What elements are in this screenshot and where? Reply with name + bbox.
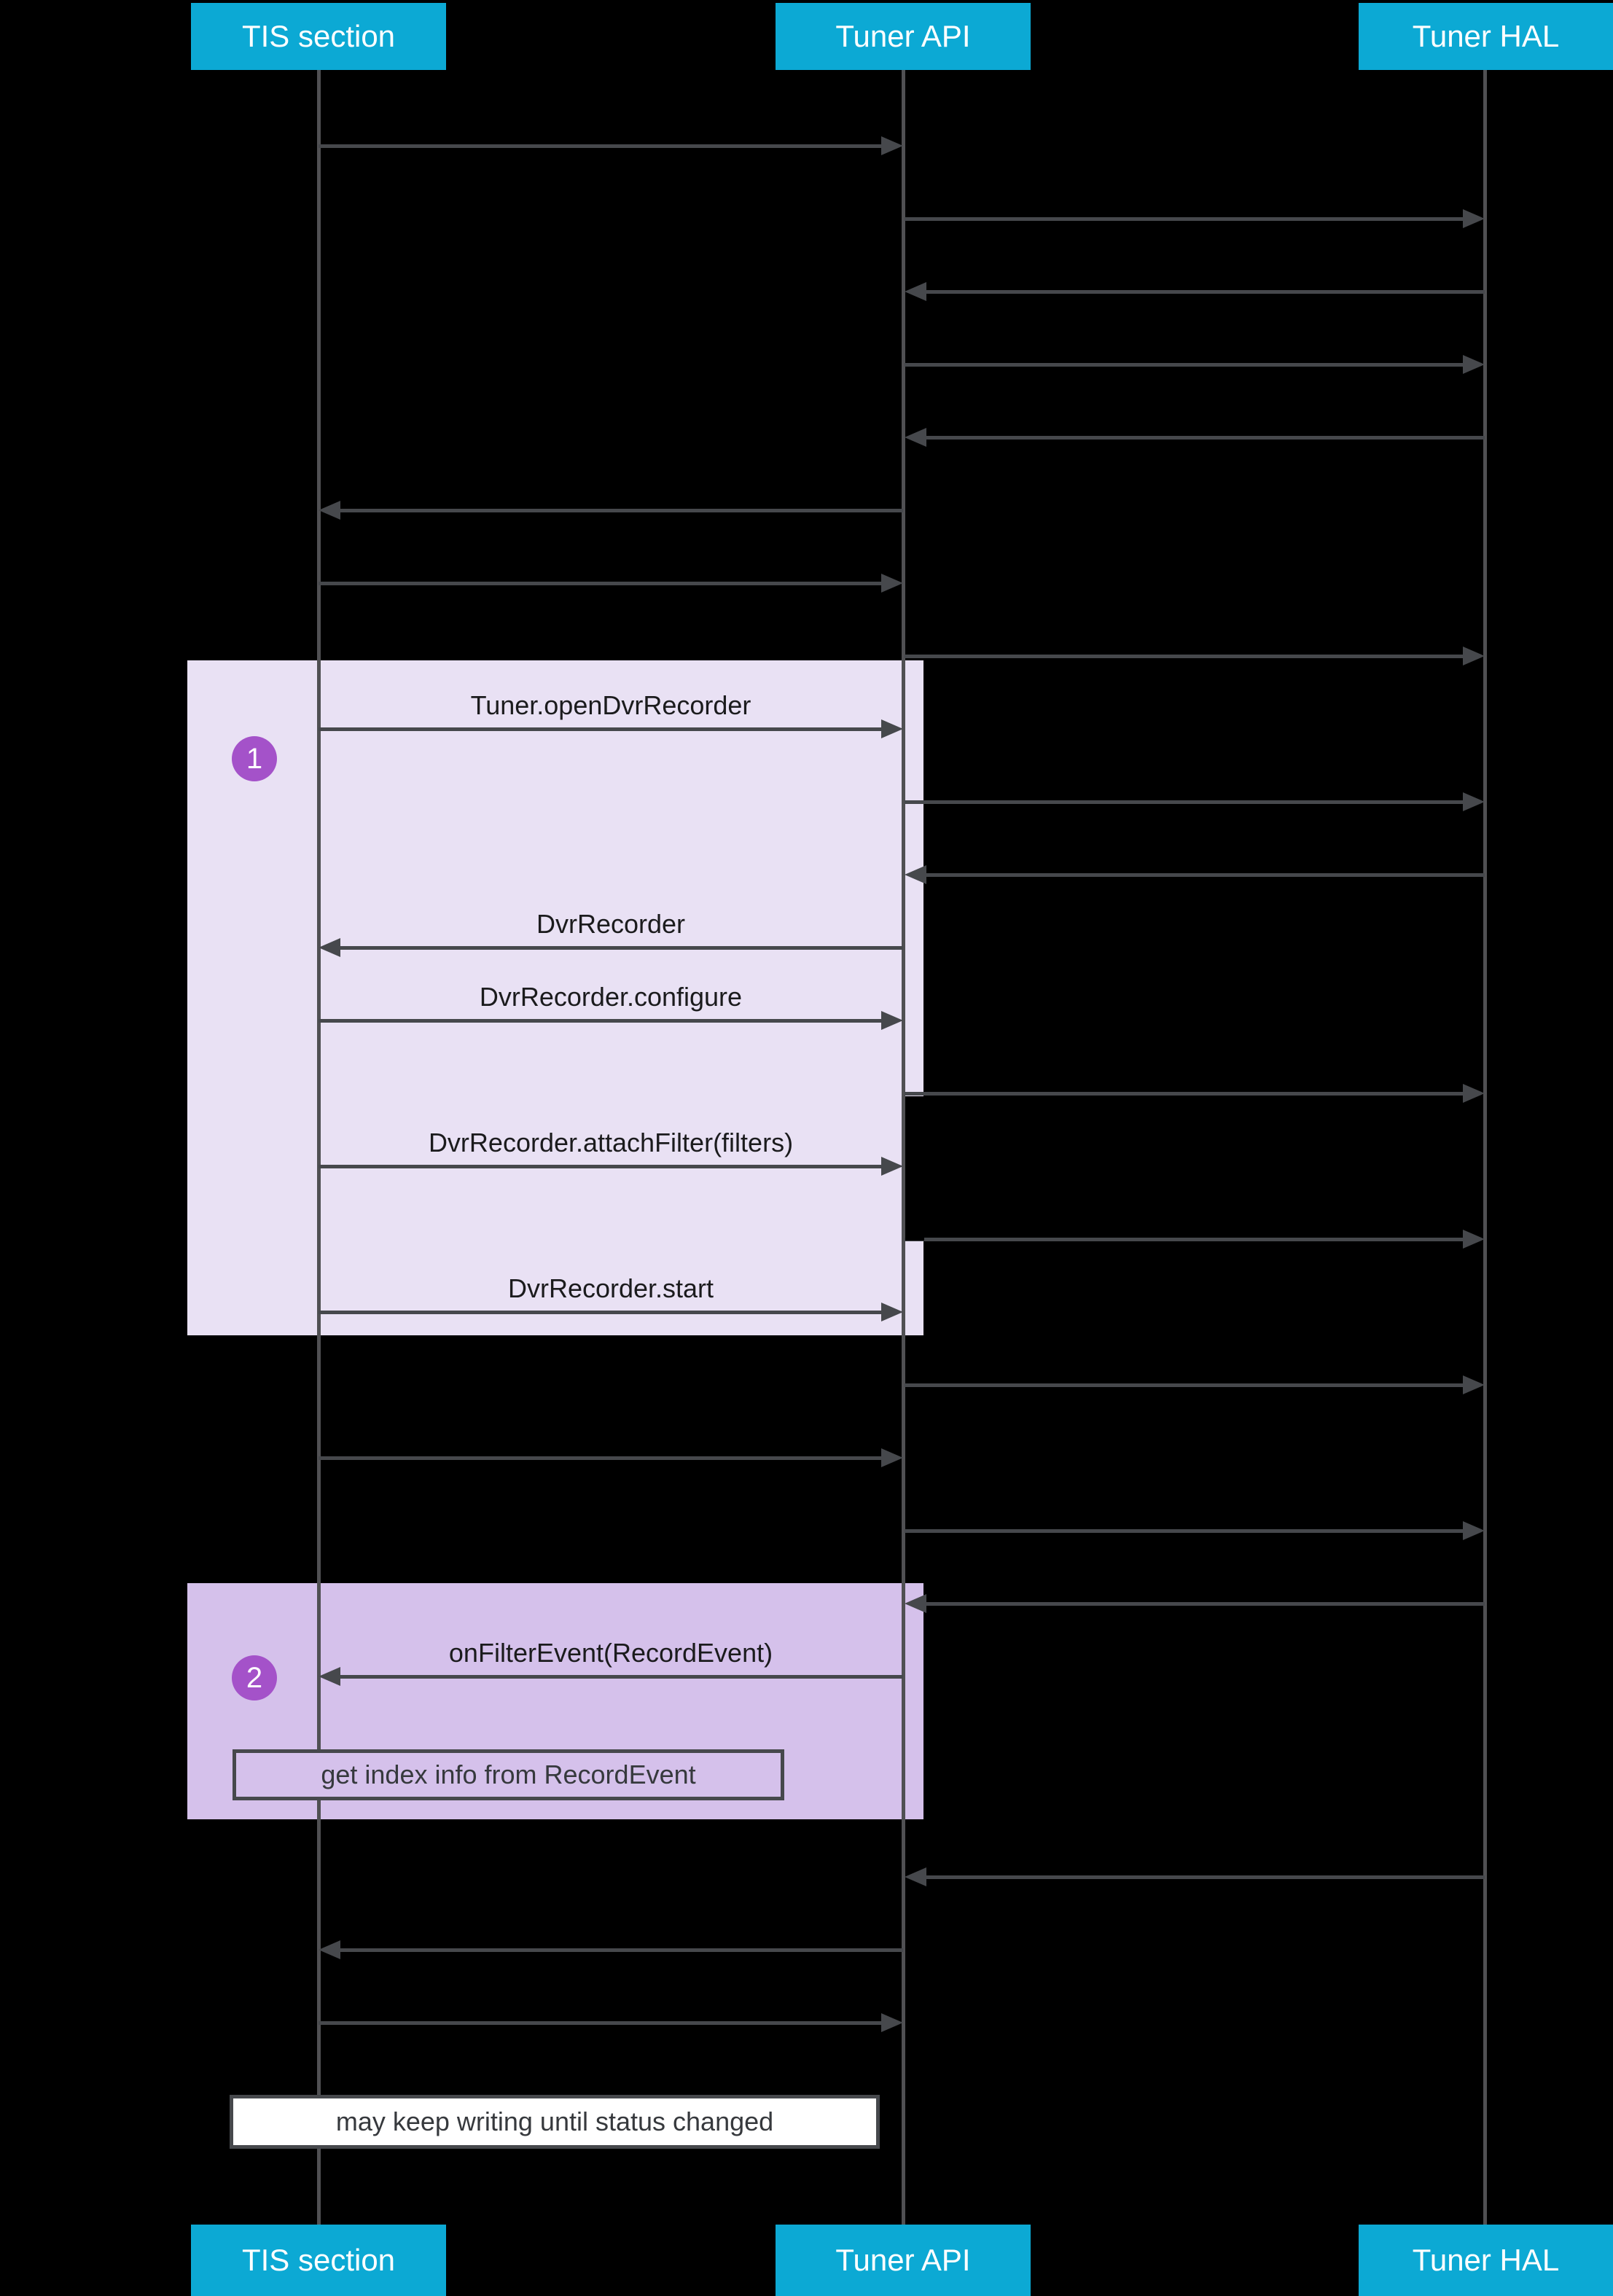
arrow-api-to-hal: [905, 647, 1485, 665]
participant-header-api-bottom: Tuner API: [776, 2225, 1031, 2296]
arrow-api-to-tis: [319, 501, 903, 520]
arrow-hal-to-api: [905, 865, 1485, 884]
participant-header-hal-bottom: Tuner HAL: [1359, 2225, 1613, 2296]
arrow-hal-to-api: [905, 282, 1485, 301]
arrow-api-to-hal: [905, 1230, 1485, 1249]
arrow-hal-to-api: [905, 428, 1485, 447]
participant-header-tis-top: TIS section: [191, 3, 446, 70]
arrow-tis-to-api: [319, 2013, 903, 2032]
arrow-tis-to-api: [319, 1448, 903, 1467]
participant-header-hal-top: Tuner HAL: [1359, 3, 1613, 70]
arrow-dvr-recorder-start: [319, 1303, 903, 1321]
participant-header-api-top: Tuner API: [776, 3, 1031, 70]
note-keep-writing: may keep writing until status changed: [230, 2095, 880, 2149]
arrow-api-to-hal: [905, 355, 1485, 374]
api-activation-gap: [905, 1096, 924, 1241]
message-label-open-dvr-recorder: Tuner.openDvrRecorder: [470, 690, 751, 720]
arrow-open-dvr-recorder: [319, 719, 903, 738]
arrow-api-to-hal: [905, 1521, 1485, 1540]
arrow-attach-filter: [319, 1157, 903, 1176]
arrow-hal-to-api: [905, 1867, 1485, 1886]
arrow-api-to-hal: [905, 792, 1485, 811]
message-label-on-filter-event: onFilterEvent(RecordEvent): [448, 1638, 773, 1668]
arrow-api-to-hal: [905, 1084, 1485, 1103]
message-label-attach-filter: DvrRecorder.attachFilter(filters): [428, 1128, 794, 1157]
step-badge-2: 2: [232, 1655, 277, 1700]
highlight-block-step1: [187, 660, 923, 1335]
arrow-api-to-hal: [905, 1375, 1485, 1394]
arrow-dvr-recorder-return: [319, 938, 903, 957]
arrow-tis-to-api: [319, 574, 903, 593]
arrow-dvr-recorder-configure: [319, 1011, 903, 1030]
message-label-configure: DvrRecorder.configure: [479, 982, 743, 1012]
message-label-start: DvrRecorder.start: [507, 1273, 714, 1303]
arrow-hal-to-api: [905, 1594, 1485, 1613]
arrow-api-to-tis: [319, 1940, 903, 1959]
lifeline-tis-section: [317, 70, 321, 2225]
lifeline-tuner-api: [902, 70, 905, 2225]
message-label-dvr-recorder: DvrRecorder: [536, 909, 686, 939]
lifeline-tuner-hal: [1483, 70, 1487, 2225]
arrow-tis-to-api: [319, 136, 903, 155]
note-get-index-info: get index info from RecordEvent: [233, 1749, 784, 1800]
arrow-api-to-hal: [905, 209, 1485, 228]
participant-header-tis-bottom: TIS section: [191, 2225, 446, 2296]
step-badge-1: 1: [232, 736, 277, 781]
arrow-on-filter-event: [319, 1667, 903, 1686]
